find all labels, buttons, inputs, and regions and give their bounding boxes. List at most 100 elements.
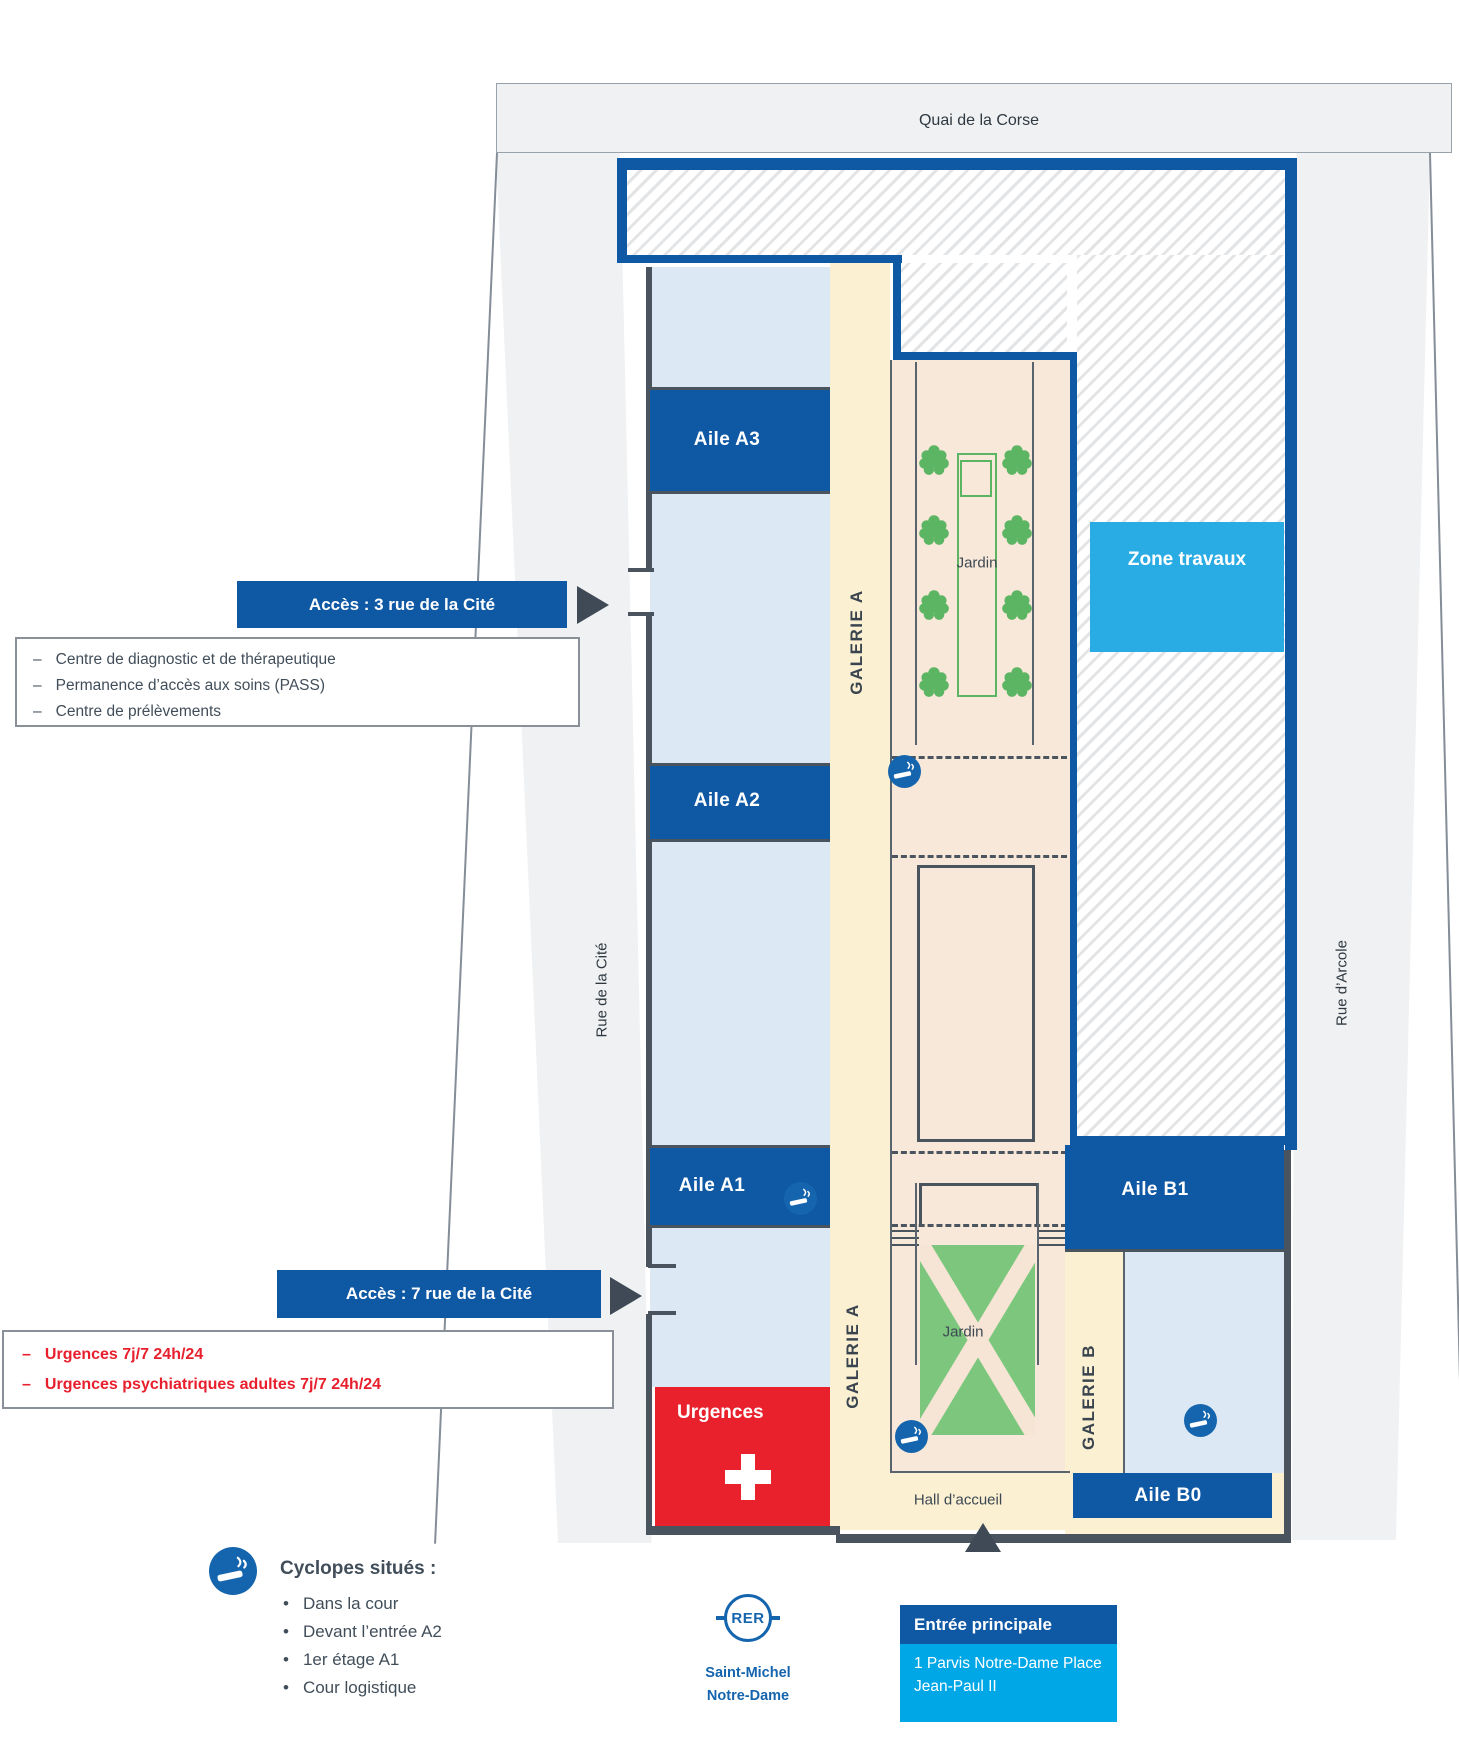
direction-arrow-icon [610,1277,642,1315]
bullet [283,1646,303,1674]
wing-a1-label: Aile A1 [678,1175,746,1196]
legend-title: Cyclopes situés : [280,1558,437,1579]
garden-upper-label: Jardin [956,554,998,572]
courtyard-dashed-line-3 [892,1151,1067,1154]
legend-item-label: Dans la cour [302,1594,399,1613]
access-3-banner-label: Accès : 3 rue de la Cité [308,594,496,614]
access3-tick-bottom [628,612,654,616]
dash-bullet [22,1370,31,1400]
galerie-a-label-lower: GALERIE A [843,1303,862,1409]
tree-icon [1000,443,1034,477]
cigarette-icon [895,1420,928,1453]
access7-tick-bottom [648,1311,676,1315]
building-border-top [617,158,1297,170]
dash-bullet [33,699,42,725]
street-label-rue-d-arcole: Rue d’Arcole [1333,940,1351,1026]
garden-lower-flank-line-west [915,1183,917,1365]
courtyard-lower-building [919,1183,1039,1225]
stair-lines-east [1039,1244,1067,1246]
wing-a2-label: Aile A2 [693,790,761,811]
dash-bullet [22,1340,31,1370]
galerie-a-strip [830,263,890,1530]
hall-top-line [890,1471,1070,1473]
right-wall [1284,1150,1291,1534]
street-band-right [1291,153,1431,1540]
rer-logo-stub-right [771,1616,780,1620]
legend-item: Devant l’entrée A2 [283,1618,442,1646]
tree-icon [917,665,951,699]
garden-lower-block [920,1245,1035,1435]
garden-upper-bed [957,453,997,697]
courtyard-dashed-line-1 [892,756,1067,759]
list-item-label: Urgences 7j/7 24h/24 [44,1346,204,1363]
list-item: Centre de diagnostic et de thérapeutique [33,647,578,673]
courtyard-dashed-line-4 [892,1224,1067,1227]
entrance-title-label: Entrée principale [914,1615,1052,1634]
left-wall-upper [646,267,652,571]
legend-item: Dans la cour [283,1590,442,1618]
galerie-b-divider-line [1123,1252,1125,1473]
bottom-wall-right [836,1534,1291,1543]
left-wall-middle [646,615,652,1267]
bullet [283,1590,303,1618]
building-border-courtyard-east [1067,352,1077,1145]
list-item-label: Urgences psychiatriques adultes 7j/7 24h… [44,1376,382,1393]
galerie-a-courtyard-line [890,360,892,1473]
tree-icon [917,513,951,547]
tree-icon [917,588,951,622]
courtyard-inner-line-west [915,362,917,745]
cigarette-icon [888,755,921,788]
access-7-info-box: Urgences 7j/7 24h/24 Urgences psychiatri… [2,1330,614,1409]
entrance-arrow-icon [965,1523,1001,1552]
building-border-step-vertical [893,255,901,360]
medical-cross-icon [725,1454,771,1500]
rer-logo-text: RER [731,1609,765,1627]
building-border-hatch-bottom-left [621,255,902,263]
building-border-courtyard-top [893,352,1077,360]
zone-travaux-label: Zone travaux [1127,549,1247,570]
access-7-banner: Accès : 7 rue de la Cité [277,1270,601,1318]
list-item-label: Permanence d’accès aux soins (PASS) [55,677,325,694]
access-3-info-box: Centre de diagnostic et de thérapeutique… [15,637,580,727]
rer-logo-icon: RER [724,1594,772,1642]
wing-a3-label: Aile A3 [693,429,761,450]
list-item: Urgences psychiatriques adultes 7j/7 24h… [22,1370,612,1400]
tree-icon [917,443,951,477]
legend-item-label: Cour logistique [302,1678,417,1697]
street-right-outer-line [1429,152,1459,1541]
bottom-wall-left [646,1526,840,1535]
garden-upper-bed-inner [960,460,992,497]
garden-lower-label: Jardin [942,1323,984,1341]
tree-icon [1000,665,1034,699]
legend-item-label: Devant l’entrée A2 [302,1622,442,1641]
legend-item: 1er étage A1 [283,1646,442,1674]
courtyard-mid-building [917,865,1035,1142]
urgences-label: Urgences [677,1402,764,1423]
courtyard-dashed-line-2 [892,855,1067,858]
wing-a3-block [650,387,830,494]
stair-lines-west [892,1244,919,1246]
wing-b0-block [1073,1473,1272,1518]
bullet [283,1674,303,1702]
street-label-rue-de-la-cite: Rue de la Cité [593,942,611,1038]
access-7-banner-label: Accès : 7 rue de la Cité [345,1284,533,1303]
tree-icon [1000,513,1034,547]
garden-lower-flank-line-east [1037,1183,1039,1365]
rer-station-label: Saint-Michel Notre-Dame [705,1662,790,1708]
cross-bar-v [741,1454,755,1500]
wing-b1-label: Aile B1 [1121,1179,1189,1200]
hatch-zone-top [627,170,1285,255]
list-item: Centre de prélèvements [33,699,578,725]
list-item: Permanence d’accès aux soins (PASS) [33,673,578,699]
entrance-address-box: 1 Parvis Notre-Dame Place Jean-Paul II [900,1644,1117,1722]
cigarette-icon [209,1547,257,1595]
cigarette-icon [784,1182,817,1215]
tree-icon [1000,588,1034,622]
entrance-title-box: Entrée principale [900,1605,1117,1644]
bullet [283,1618,303,1646]
list-item: Urgences 7j/7 24h/24 [22,1340,612,1370]
legend-item-label: 1er étage A1 [302,1650,400,1669]
station-line2: Notre-Dame [706,1688,790,1704]
stair-lines-east [1039,1230,1067,1232]
